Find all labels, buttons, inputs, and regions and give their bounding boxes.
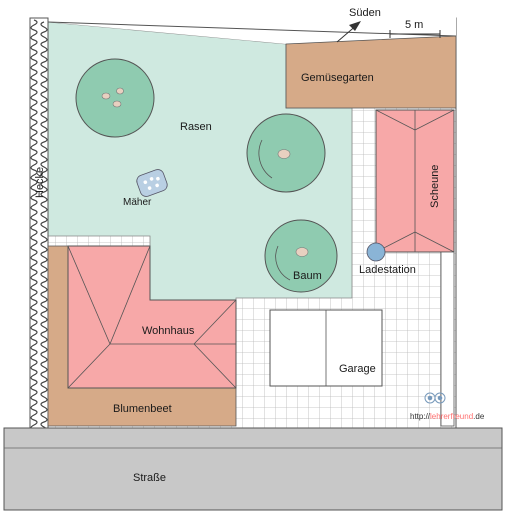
scale-label: 5 m <box>405 19 423 31</box>
watermark-brand: lehrerfreund <box>430 412 473 421</box>
compass-arrow-icon <box>336 21 361 43</box>
charging-station-icon <box>366 242 386 262</box>
tree-1 <box>75 58 155 138</box>
street-label: Straße <box>133 472 166 484</box>
street <box>3 427 503 511</box>
mower-label: Mäher <box>123 197 152 208</box>
house-ridge-3 <box>67 343 111 389</box>
barn-label: Scheune <box>429 165 441 208</box>
charging-station-label: Ladestation <box>359 264 416 276</box>
compass-label: Süden <box>349 7 381 19</box>
house-ridge-6 <box>193 343 237 389</box>
barn-corner-bottom2 <box>414 231 455 253</box>
barn-corner-top <box>375 109 416 131</box>
tree-2 <box>246 113 326 193</box>
watermark-suffix: .de <box>473 412 485 421</box>
scale-bar <box>389 30 441 38</box>
lawn-top-border <box>47 21 457 37</box>
vegetable-garden-label: Gemüsegarten <box>301 72 374 84</box>
watermark-prefix: http:// <box>410 412 431 421</box>
mower-icon <box>136 169 168 197</box>
hedge-label: Hecke <box>34 167 46 198</box>
garage-label: Garage <box>339 363 376 375</box>
barn-corner-top2 <box>414 109 455 131</box>
vegetable-garden <box>285 35 457 109</box>
house-label: Wohnhaus <box>142 325 195 337</box>
hedge-waves <box>30 19 48 433</box>
owl-logo-icon <box>424 392 446 404</box>
house-ridge-1 <box>67 245 111 345</box>
tree-3 <box>264 219 338 293</box>
lawn-label: Rasen <box>180 121 212 133</box>
house-ridge-5 <box>193 299 237 345</box>
side-path <box>440 251 455 427</box>
house-ridge-2 <box>109 245 151 345</box>
watermark: http://lehrerfreund.de <box>410 412 485 421</box>
tree-label: Baum <box>293 270 322 282</box>
flower-bed-label: Blumenbeet <box>113 403 172 415</box>
